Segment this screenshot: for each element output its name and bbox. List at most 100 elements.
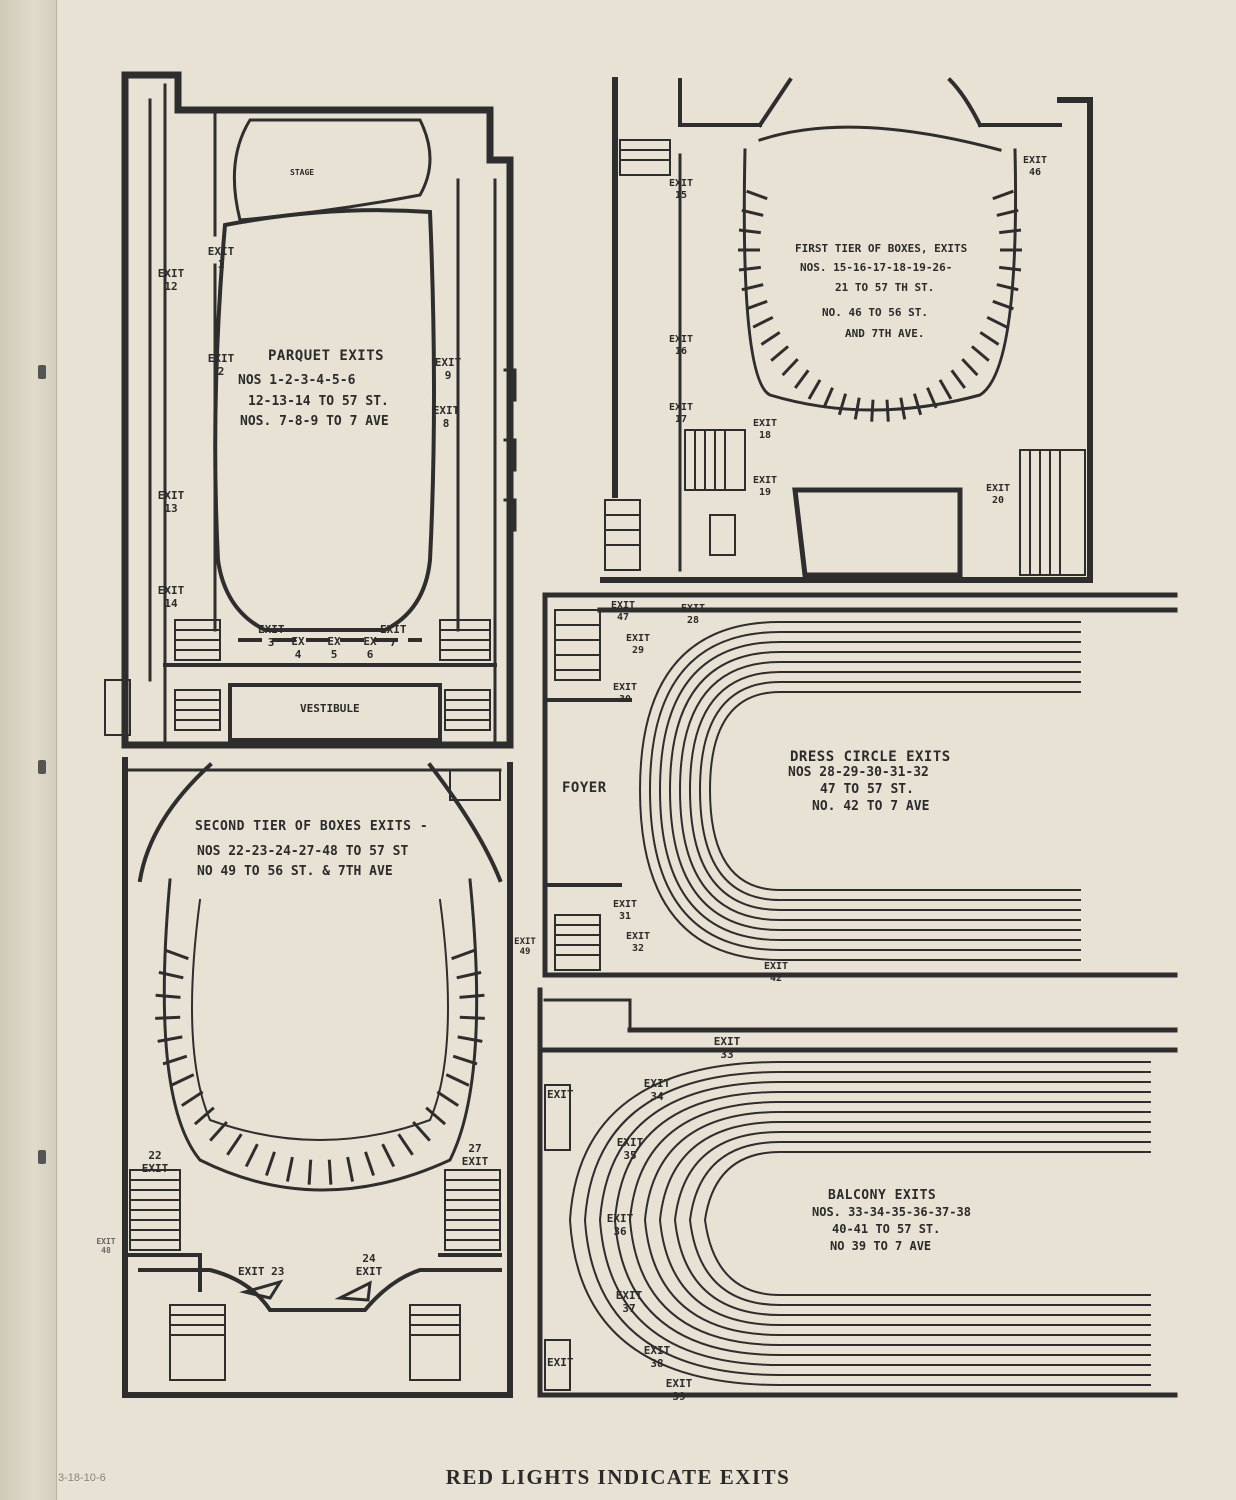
second-tier-title: SECOND TIER OF BOXES EXITS - <box>195 819 429 834</box>
first-tier-box-partition <box>741 283 764 292</box>
stage-label: STAGE <box>290 168 315 177</box>
first-tier-box-partition <box>853 397 861 420</box>
exit-47-label: EXIT 47 <box>610 600 636 623</box>
balcony-exit-lower-label: EXIT <box>547 1356 574 1369</box>
dress-circle-line2: 47 TO 57 ST. <box>820 782 914 797</box>
exit-6-label: EX 6 <box>363 635 377 661</box>
vestibule-label: VESTIBULE <box>300 702 360 715</box>
first-tier-box-partition <box>899 397 907 420</box>
first-tier-box-partition <box>970 345 990 362</box>
first-tier-box-partition <box>837 393 848 416</box>
first-tier-box-partition <box>746 299 768 311</box>
dress-circle-plan <box>542 592 1178 978</box>
first-tier-box-partition <box>979 331 1000 346</box>
parquet-line3: NOS. 7-8-9 TO 7 AVE <box>240 414 389 429</box>
first-tier-box-partition <box>738 265 761 272</box>
second-tier-box-partition <box>244 1143 259 1168</box>
exit-1-label: EXIT 1 <box>207 245 235 271</box>
exit-18-label: EXIT 18 <box>752 418 778 441</box>
balcony-line2: 40-41 TO 57 ST. <box>832 1222 941 1236</box>
first-tier-box-partition <box>746 189 768 201</box>
exit-24-label: 24 EXIT <box>355 1252 383 1278</box>
exit-42-label: EXIT 42 <box>763 961 789 984</box>
second-tier-box-partition <box>155 993 181 999</box>
staple-mark <box>38 760 46 774</box>
exit-32-label: EXIT 32 <box>625 931 651 954</box>
first-tier-box-partition <box>992 189 1014 201</box>
second-tier-box-partition <box>381 1143 396 1168</box>
exit-16-label: EXIT 16 <box>668 334 694 357</box>
second-tier-line1: NOS 22-23-24-27-48 TO 57 ST <box>197 844 409 859</box>
dress-circle-title: DRESS CIRCLE EXITS <box>790 749 951 765</box>
second-tier-box-partition <box>346 1156 355 1182</box>
first-tier-box-partition <box>770 345 790 362</box>
exit-38-label: EXIT 38 <box>643 1344 671 1370</box>
second-tier-box-partition <box>327 1159 333 1185</box>
pencil-annotation: 3-18-10-6 <box>58 1472 106 1484</box>
exit-19-label: EXIT 19 <box>752 475 778 498</box>
first-tier-box-partition <box>793 369 810 389</box>
exit-4-label: EX 4 <box>291 635 305 661</box>
exit-46-label: EXIT 46 <box>1022 155 1048 178</box>
first-tier-box-partition <box>752 315 774 329</box>
exit-39-label: EXIT 39 <box>665 1377 693 1403</box>
first-tier-box-partition <box>992 299 1014 311</box>
dress-circle-line1: NOS 28-29-30-31-32 <box>788 765 929 780</box>
exit-13-label: EXIT 13 <box>157 489 185 515</box>
first-tier-box-partition <box>781 358 799 377</box>
first-tier-line2: 21 TO 57 TH ST. <box>835 281 935 294</box>
exit-37-label: EXIT 37 <box>615 1289 643 1315</box>
second-tier-box-partition <box>155 1015 181 1020</box>
second-tier-box-partition <box>226 1133 243 1156</box>
balcony-plan <box>537 987 1178 1398</box>
exit-8-label: EXIT 8 <box>432 404 460 430</box>
first-tier-box-partition <box>760 331 781 346</box>
exit-7-label: EXIT 7 <box>380 623 407 649</box>
second-tier-box-partition <box>436 1090 460 1107</box>
exit-14-label: EXIT 14 <box>157 584 185 610</box>
exit-48-label: EXIT 48 <box>96 1237 116 1256</box>
second-tier-box-partition <box>209 1121 228 1142</box>
first-tier-box-partition <box>999 228 1022 235</box>
box-partitions <box>155 189 1022 1185</box>
first-tier-box-partition <box>807 379 822 400</box>
first-tier-box-partition <box>996 283 1019 292</box>
first-tier-box-partition <box>738 228 761 235</box>
exit-36-label: EXIT 36 <box>606 1212 634 1238</box>
exit-35-label: EXIT 35 <box>616 1136 644 1162</box>
exit-28-label: EXIT 28 <box>680 603 706 626</box>
first-tier-box-partition <box>996 208 1019 217</box>
second-tier-box-partition <box>162 1054 188 1066</box>
exit-5-label: EX 5 <box>327 635 341 661</box>
exit-20-label: EXIT 20 <box>985 483 1011 506</box>
exit-17-label: EXIT 17 <box>668 402 694 425</box>
exit-33-label: EXIT 33 <box>713 1035 741 1061</box>
second-tier-line2: NO 49 TO 56 ST. & 7TH AVE <box>197 864 393 879</box>
dress-circle-line3: NO. 42 TO 7 AVE <box>812 799 930 814</box>
second-tier-box-partition <box>364 1151 376 1176</box>
second-tier-box-partition <box>451 948 476 961</box>
first-tier-box-partition <box>741 208 764 217</box>
exit-27-label: 27 EXIT <box>461 1142 489 1168</box>
first-tier-box-partition <box>926 387 938 409</box>
first-tier-box-partition <box>822 387 834 409</box>
second-tier-box-partition <box>425 1106 447 1126</box>
second-tier-box-partition <box>457 1035 483 1043</box>
first-tier-box-partition <box>999 265 1022 272</box>
second-tier-box-partition <box>164 948 189 961</box>
second-tier-box-partition <box>445 1073 470 1087</box>
second-tier-box-partition <box>459 993 485 999</box>
second-tier-box-partition <box>397 1133 414 1156</box>
second-tier-box-partition <box>307 1159 313 1185</box>
balcony-exit-upper-label: EXIT <box>547 1088 574 1101</box>
first-tier-box-partition <box>950 369 967 389</box>
second-tier-box-partition <box>193 1106 215 1126</box>
second-tier-box-partition <box>157 1035 183 1043</box>
exit-23-label: EXIT 23 <box>238 1265 285 1278</box>
balcony-line1: NOS. 33-34-35-36-37-38 <box>812 1205 971 1219</box>
balcony-title: BALCONY EXITS <box>828 1188 937 1203</box>
first-tier-box-partition <box>912 393 923 416</box>
exit-22-label: 22 EXIT <box>141 1149 169 1175</box>
balcony-line3: NO 39 TO 7 AVE <box>830 1239 932 1253</box>
